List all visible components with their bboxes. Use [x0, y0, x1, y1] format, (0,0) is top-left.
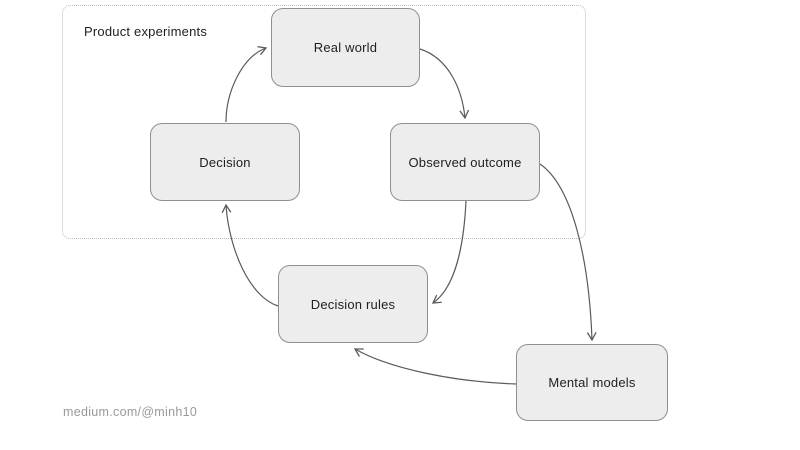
product-experiments-label: Product experiments	[84, 24, 208, 39]
node-observed-outcome: Observed outcome	[390, 123, 540, 201]
node-real-world-label: Real world	[313, 40, 378, 55]
node-decision-rules: Decision rules	[278, 265, 428, 343]
node-decision: Decision	[150, 123, 300, 201]
watermark-text: medium.com/@minh10	[63, 405, 198, 419]
product-experiments-boundary	[62, 5, 586, 239]
node-decision-label: Decision	[199, 154, 251, 170]
node-real-world: Real world	[271, 8, 420, 87]
edge-decision-rules-to-decision	[221, 203, 279, 307]
node-observed-outcome-label: Observed outcome	[408, 154, 522, 170]
edge-observed-outcome-to-decision-rules	[431, 200, 467, 304]
edge-mental-models-to-decision-rules	[353, 348, 517, 385]
node-decision-rules-label: Decision rules	[310, 296, 396, 312]
edge-decision-to-real-world	[225, 45, 268, 123]
node-mental-models-label: Mental models	[548, 375, 636, 390]
node-mental-models: Mental models	[516, 344, 668, 421]
edge-observed-outcome-to-mental-models	[539, 163, 597, 342]
edge-real-world-to-observed-outcome	[419, 48, 470, 120]
